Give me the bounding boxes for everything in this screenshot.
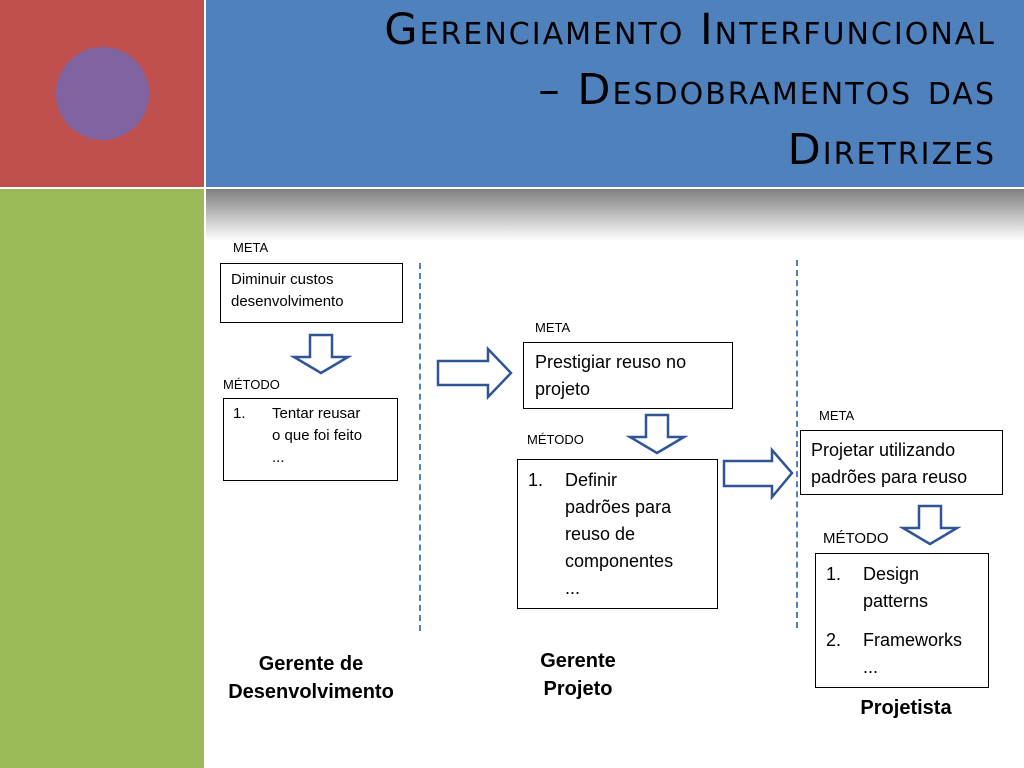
- col2-meta-text-2: projeto: [535, 379, 591, 399]
- col2-meta-label: META: [535, 320, 571, 335]
- right-arrow-1-icon: [436, 346, 513, 401]
- list-number: 1.: [233, 405, 246, 422]
- list-item-line: Tentar reusar: [272, 405, 361, 422]
- col2-role-line-1: Gerente: [540, 650, 616, 672]
- list-item-line: reuso de: [565, 524, 636, 544]
- list-number: 2.: [826, 630, 842, 650]
- title-line-3: Diretrizes: [787, 125, 996, 175]
- list-item-line: Design: [863, 564, 920, 584]
- right-arrow-2-icon: [722, 447, 794, 501]
- col3-meta-text-1: Projetar utilizando: [811, 440, 956, 460]
- list-number: 1.: [528, 470, 544, 490]
- col1-meta-label: META: [233, 240, 269, 255]
- list-item-line: o que foi feito: [272, 427, 363, 444]
- col3-role-caption: Projetista: [846, 694, 966, 722]
- col1-role-line-2: Desenvolvimento: [228, 681, 394, 703]
- col3-meta-text-2: padrões para reuso: [811, 467, 968, 487]
- col2-down-arrow-icon: [626, 413, 688, 455]
- col2-method-box: 1. Definir padrões para reuso de compone…: [517, 459, 718, 609]
- col2-method-list: 1. Definir padrões para reuso de compone…: [528, 467, 707, 602]
- col1-method-label: MÉTODO: [223, 377, 280, 392]
- col3-down-arrow-icon: [899, 504, 961, 546]
- title-line-1: Gerenciamento Interfuncional: [384, 5, 996, 55]
- col1-meta-text-1: Diminuir custos: [231, 271, 334, 288]
- col2-meta-box: Prestigiar reuso no projeto: [523, 342, 733, 409]
- list-item-line: ...: [272, 449, 285, 466]
- horizontal-divider: [0, 187, 1024, 189]
- col1-meta-text-2: desenvolvimento: [231, 293, 344, 310]
- col1-meta-box: Diminuir custos desenvolvimento: [220, 263, 403, 323]
- slide-title: Gerenciamento Interfuncional – Desdobram…: [216, 0, 996, 180]
- list-item-line: ...: [565, 578, 581, 598]
- col3-method-box: 1. Design patterns 2. Frameworks ...: [815, 553, 989, 688]
- list-item-line: Frameworks: [863, 630, 963, 650]
- col3-method-item: 2. Frameworks ...: [826, 627, 978, 681]
- list-item-line: componentes: [565, 551, 674, 571]
- list-item-line: padrões para: [565, 497, 672, 517]
- col1-method-list: 1. Tentar reusar o que foi feito ...: [233, 403, 388, 469]
- col3-method-list: 1. Design patterns 2. Frameworks ...: [826, 561, 978, 681]
- col3-method-label: MÉTODO: [823, 530, 889, 547]
- list-number: 1.: [826, 564, 842, 584]
- list-item-line: patterns: [863, 591, 929, 611]
- vertical-divider: [204, 0, 206, 768]
- col2-method-label: MÉTODO: [527, 432, 584, 447]
- purple-circle-decoration: [56, 47, 149, 140]
- col3-role-line-1: Projetista: [860, 697, 952, 719]
- col1-role-caption: Gerente de Desenvolvimento: [211, 650, 411, 706]
- col1-method-box: 1. Tentar reusar o que foi feito ...: [223, 398, 398, 481]
- col2-role-caption: Gerente Projeto: [518, 647, 638, 703]
- col3-meta-box: Projetar utilizando padrões para reuso: [800, 430, 1003, 495]
- col3-meta-label: META: [819, 408, 855, 423]
- col2-meta-text-1: Prestigiar reuso no: [535, 352, 687, 372]
- dashed-separator-2: [796, 260, 798, 628]
- col3-method-item: 1. Design patterns: [826, 561, 978, 615]
- col2-role-line-2: Projeto: [543, 678, 613, 700]
- col2-method-item: 1. Definir padrões para reuso de compone…: [528, 467, 707, 602]
- title-line-2: – Desdobramentos das: [538, 65, 996, 115]
- col1-down-arrow-icon: [290, 333, 352, 375]
- dashed-separator-1: [419, 263, 421, 631]
- col1-role-line-1: Gerente de: [258, 653, 364, 675]
- gradient-band: [206, 189, 1024, 241]
- list-item-line: ...: [863, 657, 879, 677]
- list-item-line: Definir: [565, 470, 618, 490]
- col1-method-item: 1. Tentar reusar o que foi feito ...: [233, 403, 388, 469]
- green-sidebar-block: [0, 189, 204, 768]
- title-banner: [206, 0, 1024, 187]
